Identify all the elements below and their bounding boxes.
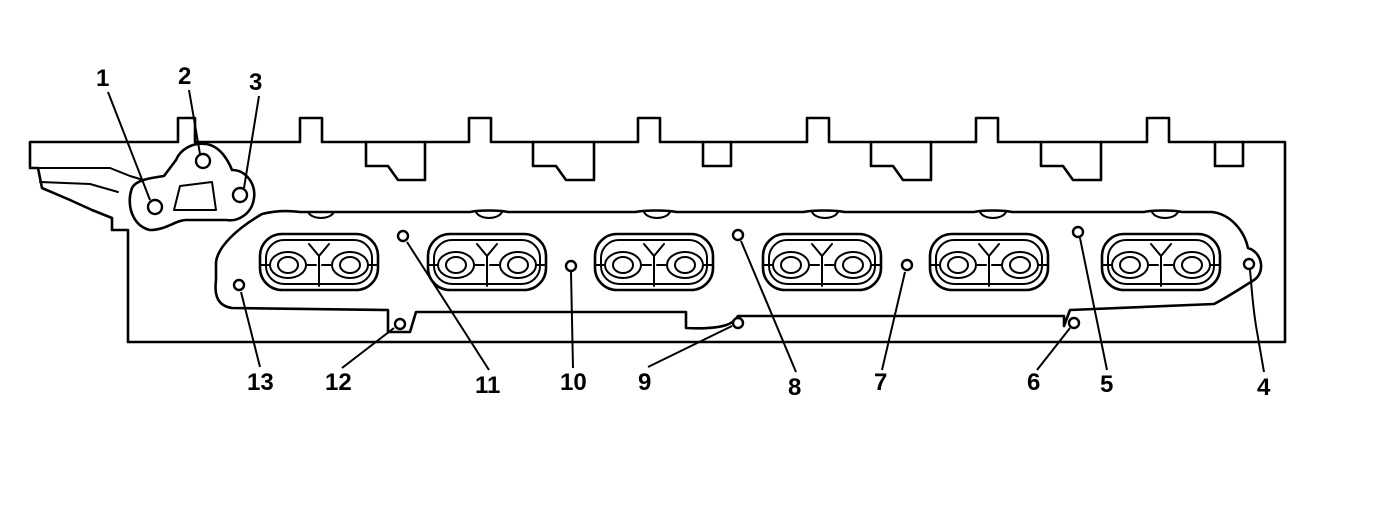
leader-7 (881, 271, 906, 371)
label-9: 9 (638, 369, 651, 396)
leader-2 (188, 89, 201, 155)
leader-5 (1079, 237, 1108, 371)
hole-4 (1242, 257, 1256, 271)
valve-icon (499, 251, 537, 279)
valve-icon (772, 251, 810, 279)
leader-9 (647, 325, 733, 368)
valve-icon (1173, 251, 1211, 279)
valve-icon (1111, 251, 1149, 279)
chamber-1 (258, 232, 380, 292)
label-5: 5 (1100, 371, 1113, 398)
label-2: 2 (178, 63, 191, 90)
label-4: 4 (1257, 374, 1271, 401)
leader-13 (240, 291, 261, 368)
combustion-chambers (258, 232, 1222, 292)
hole-8 (731, 228, 745, 242)
hole-12 (393, 317, 407, 331)
hole-9 (731, 316, 745, 330)
label-11: 11 (475, 372, 500, 399)
chamber-3 (593, 232, 715, 292)
valve-icon (437, 251, 475, 279)
label-7: 7 (874, 369, 887, 396)
leader-12 (341, 327, 395, 369)
valve-icon (604, 251, 642, 279)
leader-6 (1036, 327, 1071, 371)
hole-13 (232, 278, 246, 292)
hole-10 (564, 259, 578, 273)
chamber-4 (761, 232, 883, 292)
valve-icon (1001, 251, 1039, 279)
leader-11 (406, 241, 490, 371)
hole-3 (231, 186, 249, 204)
deck-surface (214, 209, 1263, 334)
valve-icon (939, 251, 977, 279)
leader-8 (740, 240, 797, 373)
bolt-holes (146, 152, 1256, 331)
label-12: 12 (325, 369, 352, 396)
label-10: 10 (560, 369, 587, 396)
hole-11 (396, 229, 410, 243)
leader-4 (1249, 269, 1265, 373)
chamber-2 (426, 232, 548, 292)
leader-10 (570, 271, 574, 369)
chamber-5 (928, 232, 1050, 292)
hole-2 (194, 152, 212, 170)
valve-icon (834, 251, 872, 279)
bolt-labels: 1 2 3 4 5 6 7 8 9 10 11 12 13 (96, 63, 1271, 401)
leader-1 (107, 91, 151, 201)
label-6: 6 (1027, 369, 1040, 396)
leader-3 (243, 95, 260, 189)
valve-icon (666, 251, 704, 279)
chamber-6 (1100, 232, 1222, 292)
hole-1 (146, 198, 164, 216)
leader-lines (107, 89, 1265, 373)
valve-icon (269, 251, 307, 279)
label-13: 13 (247, 369, 274, 396)
hole-5 (1071, 225, 1085, 239)
label-3: 3 (249, 69, 262, 96)
valve-icon (331, 251, 369, 279)
hole-7 (900, 258, 914, 272)
label-8: 8 (788, 374, 801, 401)
hole-6 (1067, 316, 1081, 330)
label-1: 1 (96, 65, 109, 92)
